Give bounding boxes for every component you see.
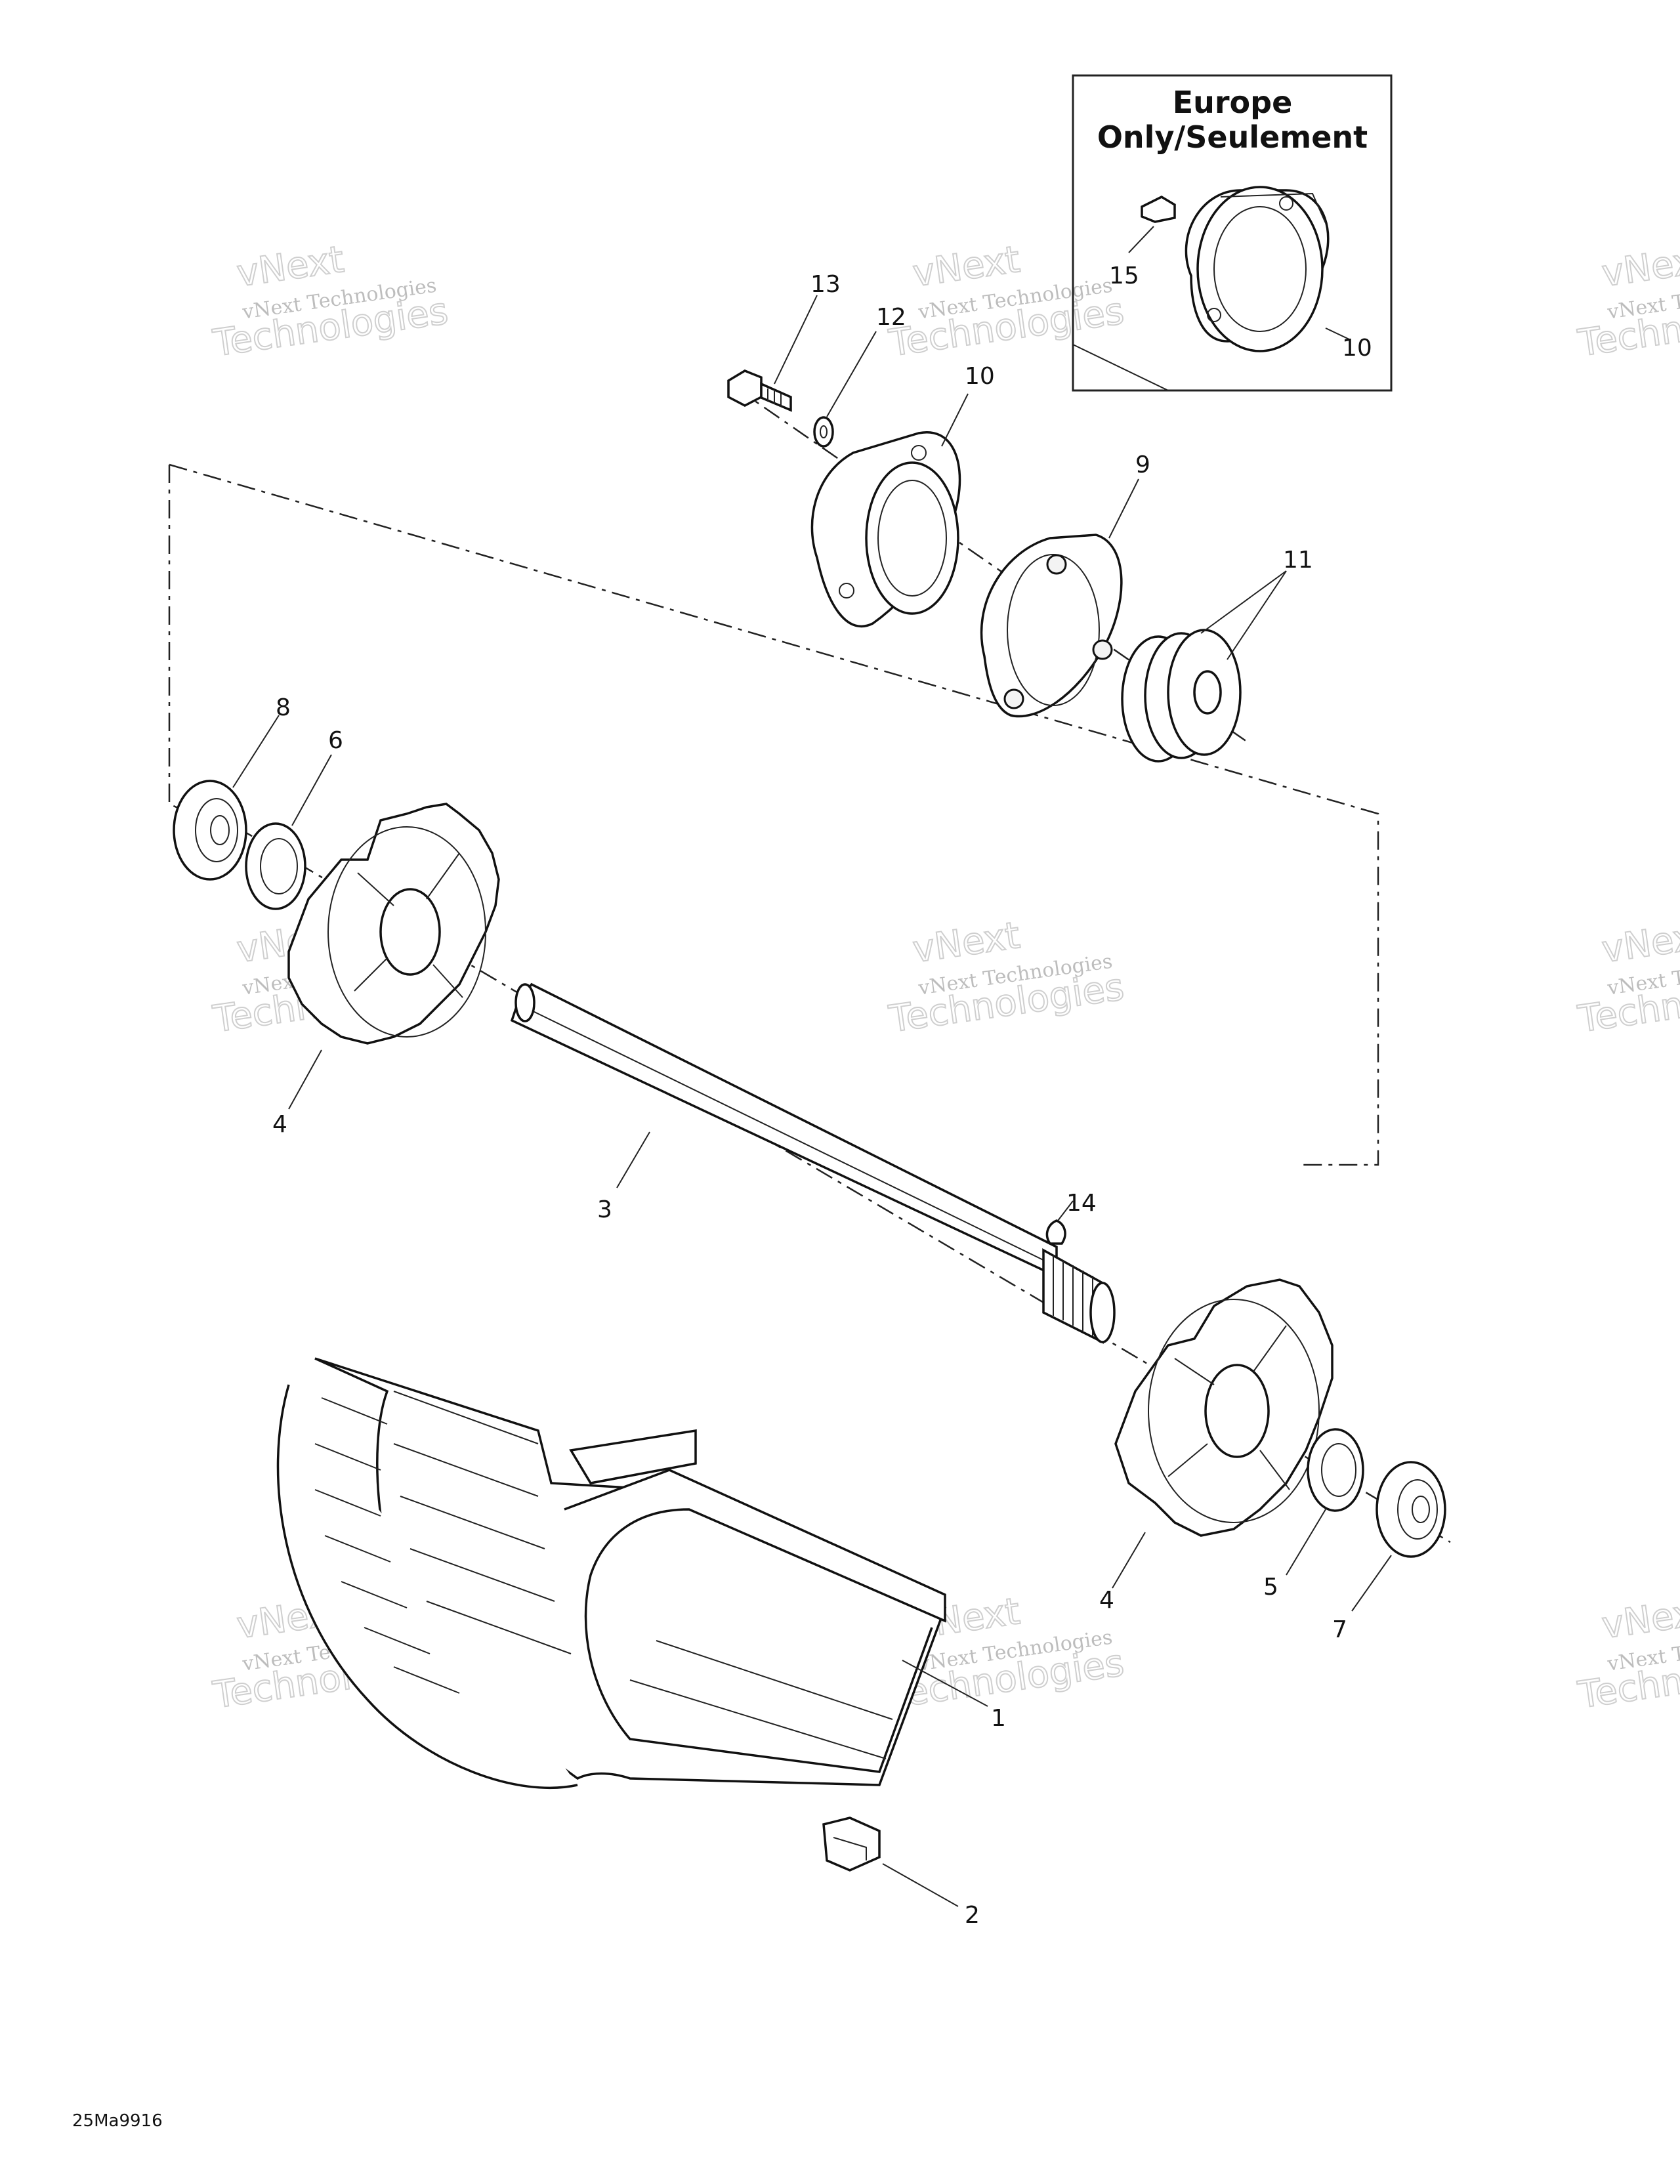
callout-10: 10 [965,363,995,390]
callout-14: 14 [1066,1190,1097,1217]
track [276,1357,947,1790]
callout-12: 12 [876,304,906,331]
bearing-right [1376,1461,1446,1558]
double-seal [1121,629,1242,763]
watermark-1: vNext Technologies vNext Technologies [209,238,451,366]
callout-15: 15 [1109,262,1139,289]
sprocket-right [1114,1278,1334,1537]
drive-shaft [510,982,1116,1344]
inset-title-line1: Europe [1173,85,1293,120]
svg-text:vNext: vNext [1599,238,1680,295]
callout-8: 8 [276,694,291,721]
svg-text:vNext: vNext [910,914,1022,971]
callout-4-left: 4 [272,1111,287,1138]
callout-2: 2 [965,1902,980,1929]
assembly-outline [168,465,191,815]
svg-text:vNext: vNext [910,238,1022,295]
callout-5: 5 [1263,1574,1278,1601]
axis-line-upper [734,386,1248,743]
assembly-outline-top [169,463,1379,1166]
sprocket-left [287,803,500,1045]
callout-4-right: 4 [1099,1587,1114,1614]
spacer-right [1307,1428,1364,1512]
svg-text:vNext: vNext [1599,914,1680,971]
callout-1: 1 [991,1705,1006,1732]
callout-9: 9 [1135,452,1150,478]
flange-housing [810,430,961,628]
svg-text:vNext: vNext [1599,1590,1680,1647]
callout-3: 3 [597,1196,612,1223]
callout-6: 6 [328,727,343,754]
inset-flange-housing [1185,186,1330,352]
svg-text:vNext: vNext [234,238,346,295]
callout-10-inset: 10 [1342,335,1372,362]
watermark-9: vNext Technologies vNext Technologies [1574,1589,1680,1717]
inset-title-line2: Only/Seulement [1097,119,1368,155]
inset-frame [1072,74,1393,392]
bolt [727,369,792,412]
callout-13: 13 [810,271,841,298]
europe-inset-box: Europe Only/Seulement 15 10 [1072,74,1393,392]
track-clip [822,1816,881,1872]
figure-code: 25Ma9916 [72,2111,163,2131]
bearing-left [173,780,247,881]
inset-pointer [1072,344,1169,391]
watermark-3: vNext Technologies vNext Technologies [1574,238,1680,366]
grease-fitting [1045,1219,1066,1245]
spacer-left [245,822,306,910]
retainer-plate [980,534,1123,718]
watermark-6: vNext Technologies vNext Technologies [1574,914,1680,1041]
inset-clip [1141,196,1176,223]
watermark-2: vNext Technologies vNext Technologies [885,238,1127,366]
callout-7: 7 [1332,1616,1347,1643]
callout-11: 11 [1283,547,1313,574]
watermark-5: vNext Technologies vNext Technologies [885,914,1127,1041]
washer [813,416,834,448]
